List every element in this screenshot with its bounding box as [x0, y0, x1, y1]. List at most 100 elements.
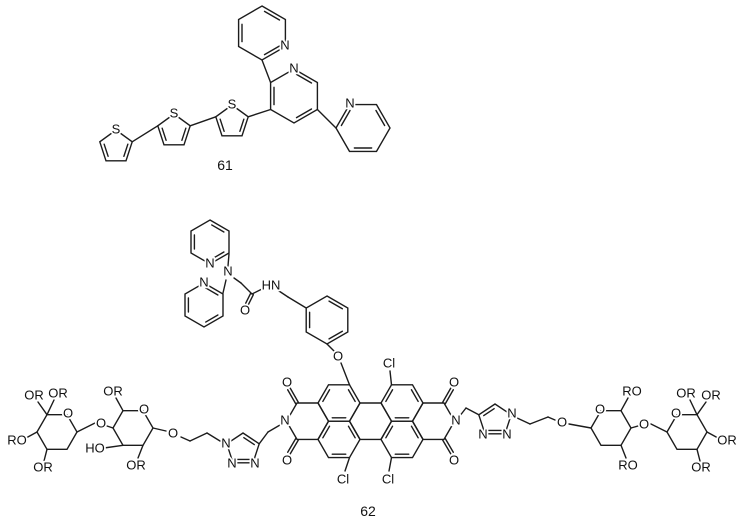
bond-line [251, 288, 263, 295]
atom-label-OR: OR [701, 387, 721, 402]
bond-lines [25, 5, 719, 472]
double-bond-inner-line [181, 127, 187, 142]
double-bond-line [441, 387, 452, 403]
ring-path [380, 420, 424, 459]
double-bond-inner-line [243, 436, 255, 446]
atom-label-RO: RO [7, 432, 27, 447]
atom-label-N: N [199, 274, 208, 289]
double-bond-inner-line [385, 389, 394, 403]
double-bond-inner-line [239, 118, 245, 133]
double-bond-line [442, 439, 452, 455]
bond-line [131, 125, 159, 143]
bond-line [261, 59, 272, 84]
ring-path [285, 402, 330, 441]
bond-line [650, 423, 668, 433]
bond-line [152, 427, 167, 432]
bond-line [115, 397, 124, 412]
atom-label-O: O [282, 374, 292, 389]
double-bond-line [244, 292, 252, 305]
ring-path [190, 219, 230, 265]
bond-line [240, 282, 253, 295]
double-bond-line [444, 389, 455, 405]
ring-path [348, 402, 393, 441]
ring-path [335, 103, 391, 153]
atom-label-OR: OR [691, 459, 711, 474]
bond-line [514, 416, 531, 425]
atom-label-N: N [507, 405, 516, 420]
atom-label-N: N [502, 426, 511, 441]
atom-label-O: O [595, 401, 605, 416]
atom-label-N: N [280, 37, 289, 52]
bond-line [344, 456, 351, 472]
atom-label-N: N [451, 412, 460, 427]
atom-label-HO: HO [85, 440, 105, 455]
double-bond-inner-line [263, 45, 281, 56]
atom-label-OR: OR [103, 383, 123, 398]
bond-line [465, 407, 480, 416]
atom-label-RO: RO [622, 383, 642, 398]
bond-line [189, 432, 208, 442]
atom-label-Cl: Cl [383, 355, 395, 370]
atom-label-OR: OR [126, 457, 146, 472]
atom-label-O: O [240, 302, 250, 317]
double-bond-line [444, 437, 454, 453]
atom-label-N: N [289, 60, 298, 75]
atom-label-O: O [639, 416, 649, 431]
double-bond-inner-line [103, 143, 109, 158]
bond-line [247, 108, 272, 118]
atom-label-O: O [139, 401, 149, 416]
atom-label-O: O [449, 452, 459, 467]
atom-label-N: N [227, 455, 236, 470]
compound-number-61: 61 [217, 157, 233, 173]
double-bond-inner-line [385, 425, 394, 439]
double-bond-inner-line [483, 407, 495, 417]
double-bond-inner-line [211, 224, 225, 233]
bond-line [258, 431, 269, 445]
ring-path [237, 5, 287, 61]
bond-line [189, 116, 217, 127]
bond-line [696, 448, 701, 462]
double-bond-inner-line [205, 314, 219, 323]
atom-label-OR: OR [676, 385, 696, 400]
ring-path [184, 282, 224, 328]
atom-label-RO: RO [618, 457, 638, 472]
double-bond-inner-line [205, 287, 219, 296]
ring-path [317, 420, 361, 459]
double-bond-inner-line [322, 389, 331, 403]
bond-line [389, 370, 393, 386]
atom-label-S: S [228, 96, 237, 111]
double-bond-inner-line [161, 127, 167, 142]
double-bond-inner-line [211, 251, 225, 260]
ring-path [411, 402, 456, 441]
double-bond-inner-line [219, 118, 225, 133]
double-bond-inner-line [347, 425, 356, 439]
bond-line [76, 422, 96, 433]
bond-line [388, 456, 393, 472]
atom-label-N: N [345, 95, 354, 110]
bond-line [46, 399, 55, 416]
bond-line [547, 416, 556, 421]
bond-line [37, 401, 48, 416]
bond-line [630, 425, 639, 429]
atom-label-Cl: Cl [337, 471, 349, 486]
double-bond-inner-line [295, 108, 313, 119]
atom-label-S: S [112, 121, 121, 136]
bond-line [25, 431, 38, 439]
atom-label-O: O [168, 425, 178, 440]
atom-label-OR: OR [33, 459, 53, 474]
ring-path [214, 104, 250, 137]
double-bond-inner-line [123, 143, 129, 158]
bond-line [137, 444, 144, 459]
bond-line [267, 424, 281, 433]
double-bond-line [287, 437, 297, 453]
bond-line [227, 253, 230, 267]
bond-line [458, 407, 467, 418]
double-bond-inner-line [328, 300, 344, 310]
atom-label-O: O [63, 405, 73, 420]
atom-label-O: O [96, 415, 106, 430]
ring-path [317, 384, 361, 422]
double-bond-inner-line [295, 73, 313, 84]
